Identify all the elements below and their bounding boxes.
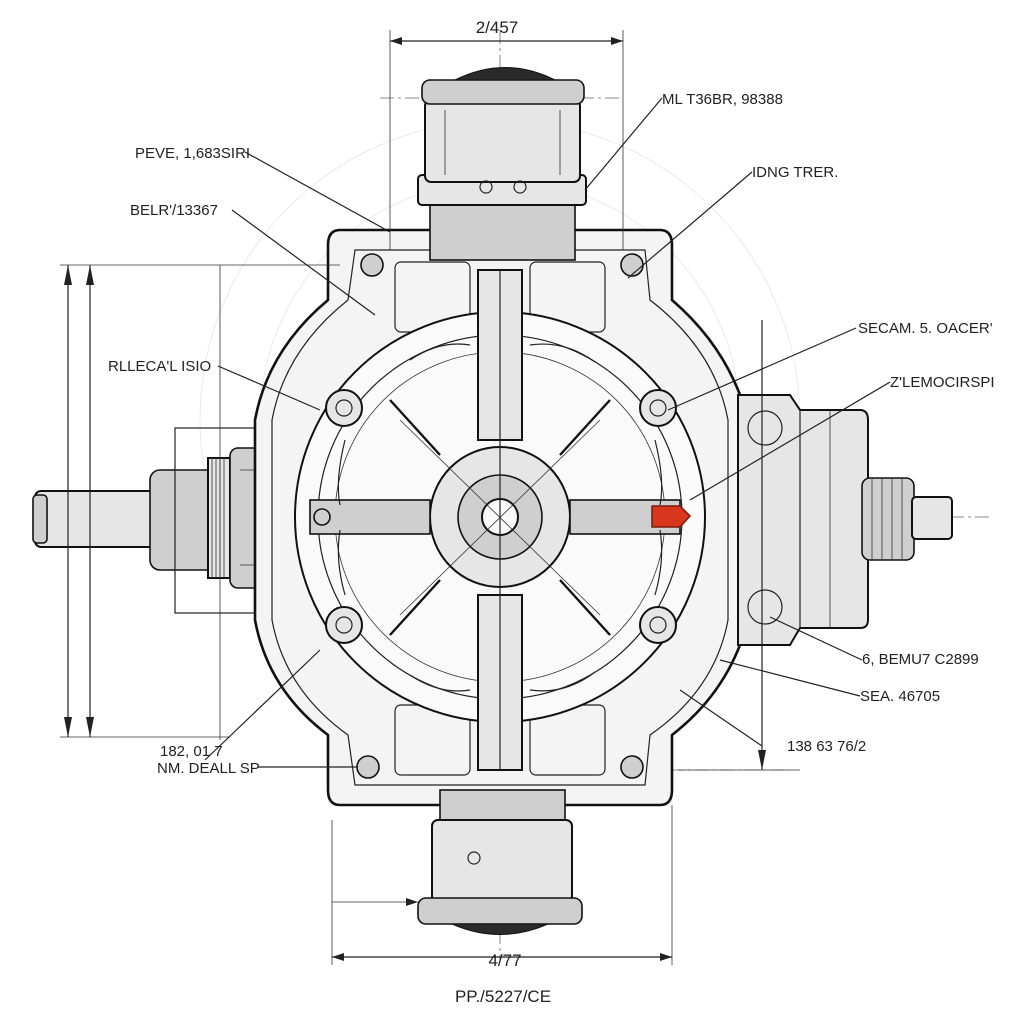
bottom-cap [417,789,583,935]
left-shaft [34,490,161,548]
label-right-5: SEA. 46705 [860,688,940,705]
label-top-left-2: BELR'/13367 [130,202,218,219]
bolt [313,508,331,526]
dimension-lines [60,30,800,965]
annotation-labels: 2/457 ML T36BR, 98388 PEVE, 1,683SIRI BE… [108,18,995,1006]
label-top-right: ML T36BR, 98388 [662,91,783,108]
dim-top: 2/457 [476,18,519,37]
leader-lines [204,97,891,768]
bolt [639,606,677,644]
label-right-3: Z'LEMOCIRSPI [890,374,995,391]
highlighted-part [651,505,692,528]
left-gear [207,457,231,579]
bolt [360,253,384,277]
bolt [639,389,677,427]
right-fitting [861,477,915,561]
label-right-6: 138 63 76/2 [787,738,866,755]
label-right-2: SECAM. 5. OACER' [858,320,993,337]
right-end-cap [737,394,953,646]
label-left-1: RLLECA'L ISIO [108,358,211,375]
top-motor-cap [417,67,587,261]
bolt [356,755,380,779]
bottom-flange [417,897,583,925]
label-right-4: 6, BEMU7 C2899 [862,651,979,668]
label-bottom-left-1: 182, 01 7 [160,743,223,760]
bolt [325,606,363,644]
label-right-1: IDNG TRER. [752,164,838,181]
drawing-title: PP./5227/CE [455,987,551,1006]
right-nut [911,496,953,540]
rotor-assembly [294,269,706,771]
bolt [620,755,644,779]
dim-bottom: 4/77 [488,951,521,970]
bottom-cylinder [431,819,573,903]
label-bottom-left-2: NM. DEALL SP [157,760,260,777]
label-top-left-1: PEVE, 1,683SIRI [135,145,250,162]
top-cylinder [424,99,581,183]
bolt [325,389,363,427]
bolt [620,253,644,277]
